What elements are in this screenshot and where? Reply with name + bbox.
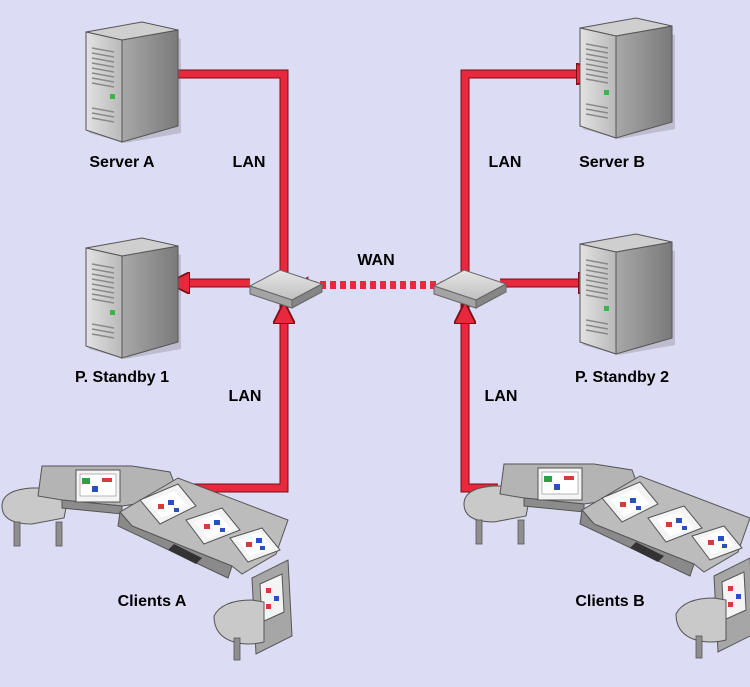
- server-icon: [579, 233, 676, 356]
- clients-a-label: Clients A: [117, 593, 187, 610]
- lan-label: LAN: [232, 154, 266, 171]
- lan-label: LAN: [484, 388, 518, 405]
- wan-label: WAN: [357, 252, 395, 269]
- server-a-label: Server A: [89, 154, 155, 171]
- clients-b-label: Clients B: [575, 593, 645, 610]
- network-switch-icon: [249, 269, 323, 309]
- lan-link-server-b: [460, 74, 598, 275]
- lan-link-clients-a: [180, 302, 284, 493]
- lan-link-server-a: [148, 74, 289, 275]
- network-switch-icon: [433, 269, 507, 309]
- lan-label: LAN: [488, 154, 522, 171]
- standby-2-label: P. Standby 2: [575, 369, 669, 386]
- server-icon: [579, 17, 676, 140]
- server-icon: [85, 21, 182, 144]
- server-icon: [85, 237, 182, 360]
- lan-label: LAN: [228, 388, 262, 405]
- standby-1-label: P. Standby 1: [75, 369, 169, 386]
- control-console-icon: [463, 463, 750, 659]
- control-console-icon: [1, 465, 293, 661]
- server-b-label: Server B: [579, 154, 645, 171]
